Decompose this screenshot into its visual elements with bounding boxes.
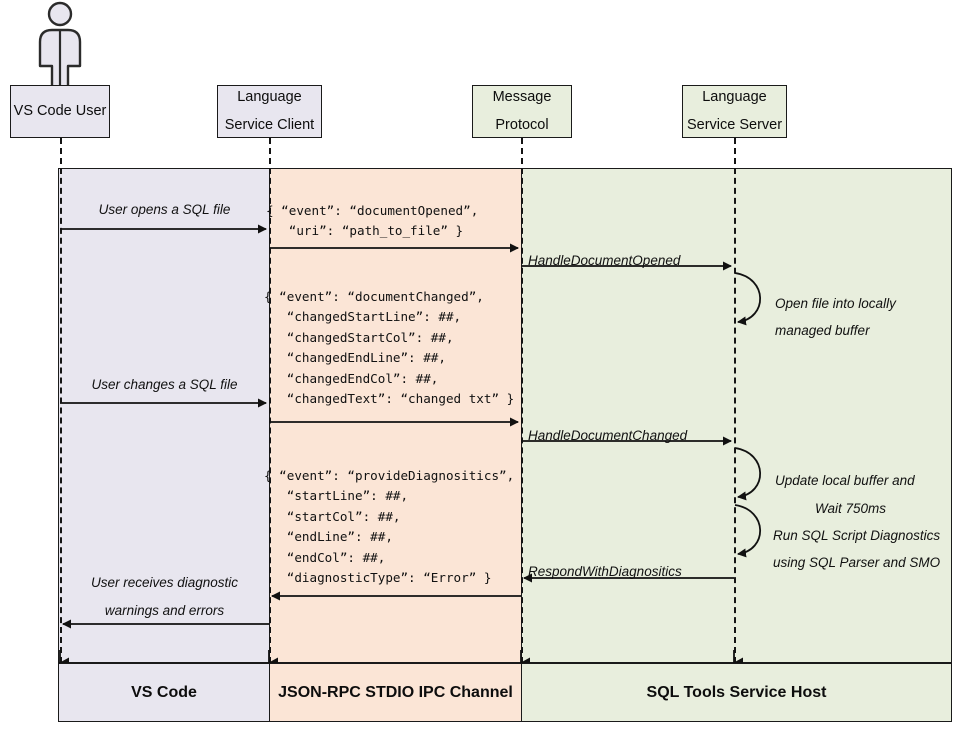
footer-cell-ipc-channel: JSON-RPC STDIO IPC Channel xyxy=(269,663,522,722)
lifeline-head-language-service-client[interactable]: Language Service Client xyxy=(217,85,322,138)
footer-label-vscode: VS Code xyxy=(131,683,197,701)
lifeline-head-line2: Service Client xyxy=(224,116,315,133)
lifeline-message-protocol xyxy=(521,138,523,663)
json-payload-document-opened: { “event”: “documentOpened”, “uri”: “pat… xyxy=(266,203,479,239)
note-run-diagnostics-line2: using SQL Parser and SMO xyxy=(773,555,941,570)
lifeline-language-service-server xyxy=(734,138,736,663)
band-service-host xyxy=(521,168,952,663)
message-label-respond-with-diagnositics: RespondWithDiagnositics xyxy=(528,564,682,579)
message-label-handle-document-opened: HandleDocumentOpened xyxy=(528,253,681,268)
footer-cell-service-host: SQL Tools Service Host xyxy=(521,663,952,722)
note-open-file-line2: managed buffer xyxy=(775,323,870,338)
json-payload-document-changed: { “event”: “documentChanged”, “changedSt… xyxy=(264,289,515,406)
lifeline-head-line1: Language xyxy=(702,88,767,105)
footer-label-ipc: JSON-RPC STDIO IPC Channel xyxy=(278,683,513,701)
json-payload-provide-diagnositics: { “event”: “provideDiagnositics”, “start… xyxy=(264,468,515,585)
message-label-user-opens: User opens a SQL file xyxy=(98,202,231,217)
lifeline-head-line1: VS Code User xyxy=(13,102,107,119)
note-open-file-line1: Open file into locally xyxy=(775,296,896,311)
message-label-user-changes: User changes a SQL file xyxy=(91,377,238,392)
lifeline-head-line2: Service Server xyxy=(686,116,783,133)
message-label-user-receives-line1: User receives diagnostic xyxy=(90,575,239,590)
lifeline-vscode-user xyxy=(60,138,62,663)
lifeline-language-service-client xyxy=(269,138,271,663)
footer-cell-vscode: VS Code xyxy=(58,663,270,722)
lifeline-head-message-protocol[interactable]: Message Protocol xyxy=(472,85,572,138)
lifeline-head-language-service-server[interactable]: Language Service Server xyxy=(682,85,787,138)
band-ipc-channel xyxy=(269,168,522,663)
lifeline-head-line1: Message xyxy=(492,88,552,105)
lifeline-head-line1: Language xyxy=(237,88,302,105)
band-vscode xyxy=(58,168,270,663)
lifeline-head-vscode-user[interactable]: VS Code User xyxy=(10,85,110,138)
note-update-buffer-line1: Update local buffer and xyxy=(775,473,915,488)
footer-label-host: SQL Tools Service Host xyxy=(646,683,827,701)
note-update-buffer-line2: Wait 750ms xyxy=(815,501,887,516)
lifeline-head-line2: Protocol xyxy=(495,116,549,133)
note-run-diagnostics-line1: Run SQL Script Diagnostics xyxy=(773,528,941,543)
message-label-user-receives-line2: warnings and errors xyxy=(104,603,225,618)
message-label-handle-document-changed: HandleDocumentChanged xyxy=(528,428,688,443)
